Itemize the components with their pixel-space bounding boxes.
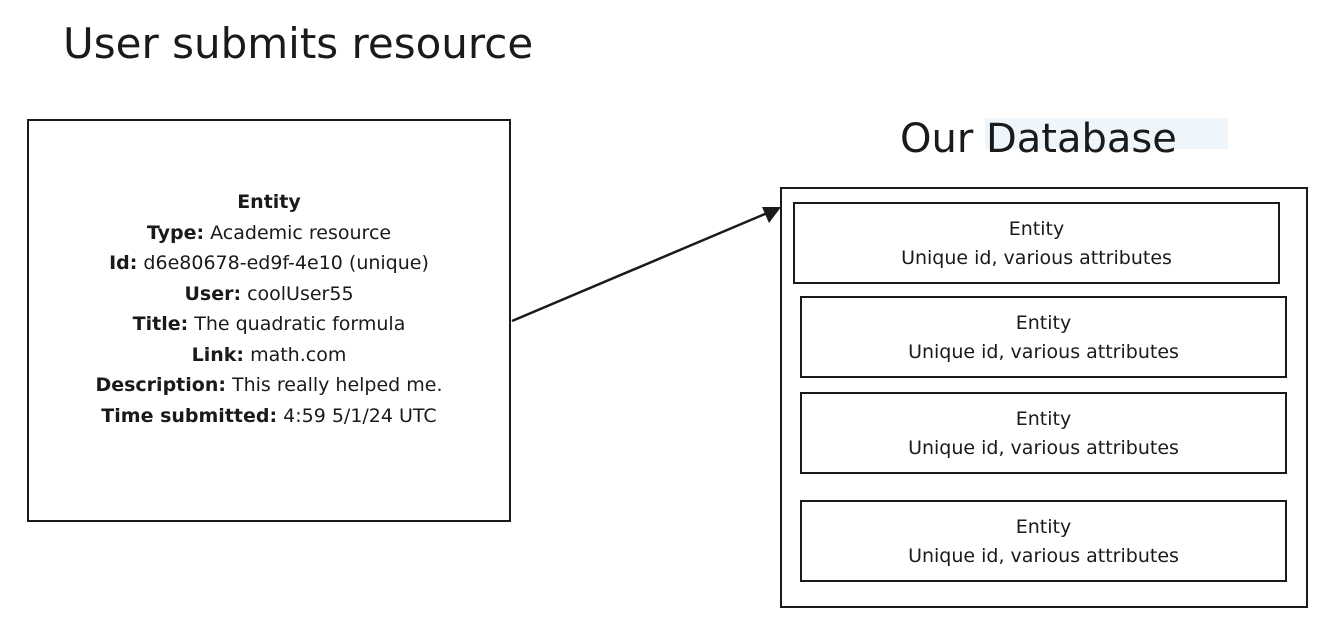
database-entity-subtitle: Unique id, various attributes — [908, 341, 1179, 363]
submitted-entity-card: Entity Type: Academic resource Id: d6e80… — [27, 119, 511, 522]
submitted-entity-heading: Entity — [29, 187, 509, 218]
right-title: Our Database — [900, 116, 1177, 162]
heading-text: Entity — [237, 191, 301, 213]
field-description: Description: This really helped me. — [29, 370, 509, 401]
field-description-value: This really helped me. — [225, 374, 443, 396]
field-id: Id: d6e80678-ed9f-4e10 (unique) — [29, 248, 509, 279]
field-title-value: The quadratic formula — [188, 313, 406, 335]
database-entity-row: Entity Unique id, various attributes — [800, 500, 1287, 582]
database-entity-subtitle: Unique id, various attributes — [908, 437, 1179, 459]
field-link-value: math.com — [244, 343, 347, 366]
database-entity-title: Entity — [1015, 516, 1072, 538]
field-time-submitted-value: 4:59 5/1/24 UTC — [277, 404, 437, 427]
field-user-value: coolUser55 — [241, 282, 354, 305]
field-link: Link: math.com — [29, 340, 509, 371]
database-entity-row: Entity Unique id, various attributes — [793, 202, 1280, 284]
field-id-label: Id: — [109, 252, 138, 274]
field-id-value: d6e80678-ed9f-4e10 (unique) — [137, 252, 429, 274]
field-time-submitted: Time submitted: 4:59 5/1/24 UTC — [29, 401, 509, 432]
database-entity-subtitle: Unique id, various attributes — [908, 545, 1179, 567]
field-type-label: Type: — [146, 221, 205, 244]
field-time-submitted-label: Time submitted: — [101, 404, 278, 427]
field-user: User: coolUser55 — [29, 279, 509, 310]
database-container — [780, 187, 1308, 608]
database-entity-subtitle: Unique id, various attributes — [901, 247, 1172, 269]
arrow-head — [762, 207, 781, 223]
field-description-label: Description: — [95, 374, 226, 396]
field-title: Title: The quadratic formula — [29, 309, 509, 340]
left-title: User submits resource — [63, 19, 534, 68]
database-entity-title: Entity — [1015, 408, 1072, 430]
submitted-entity-content: Entity Type: Academic resource Id: d6e80… — [29, 187, 509, 431]
database-entity-title: Entity — [1008, 218, 1065, 240]
database-entity-title: Entity — [1015, 312, 1072, 334]
field-user-label: User: — [184, 282, 242, 305]
field-link-label: Link: — [191, 343, 245, 366]
database-entity-row: Entity Unique id, various attributes — [800, 392, 1287, 474]
field-type-value: Academic resource — [204, 221, 392, 244]
arrow-line — [511, 209, 773, 323]
field-title-label: Title: — [132, 313, 189, 335]
title-highlight — [985, 118, 1228, 149]
field-type: Type: Academic resource — [29, 218, 509, 249]
database-entity-row: Entity Unique id, various attributes — [800, 296, 1287, 378]
